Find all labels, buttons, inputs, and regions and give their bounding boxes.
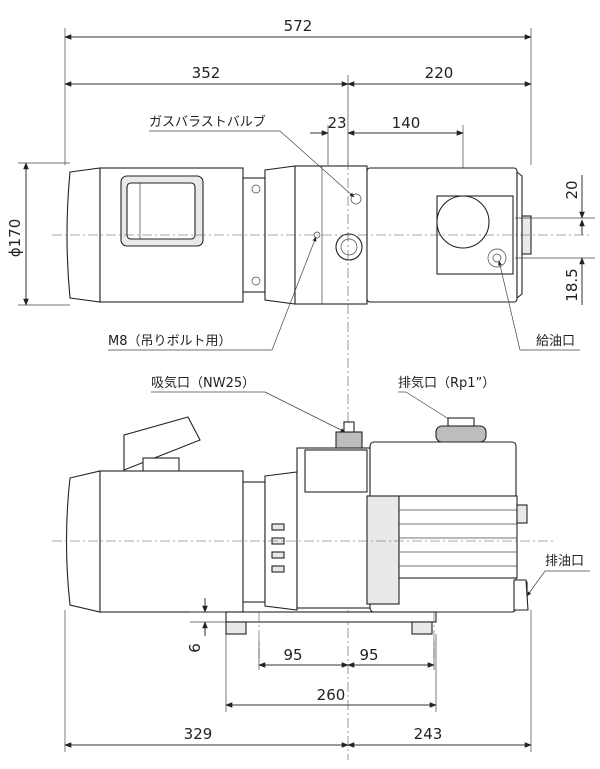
label-oil-drain-port: 排油口 xyxy=(545,554,584,569)
label-exhaust-port: 排気口（Rp1”） xyxy=(398,375,495,391)
side-terminal-box xyxy=(123,416,201,471)
dim-bottom-right: 243 xyxy=(414,725,443,743)
dim-offset-140: 140 xyxy=(392,114,421,132)
side-view: 吸気口（NW25） 排気口（Rp1”） xyxy=(52,375,590,752)
label-intake-port: 吸気口（NW25） xyxy=(151,375,255,391)
label-lifting-bolt: M8（吊りボルト用） xyxy=(108,334,232,349)
dim-foot-spacing-right: 95 xyxy=(359,646,378,664)
label-oil-fill-port: 給油口 xyxy=(536,334,575,349)
dim-vertical-18-5: 18.5 xyxy=(563,268,581,301)
dim-foot-spacing-left: 95 xyxy=(283,646,302,664)
dim-pump-side: 220 xyxy=(425,64,454,82)
dim-bottom-left: 329 xyxy=(184,725,213,743)
dim-diameter: ϕ170 xyxy=(6,219,24,258)
label-gas-ballast-valve: ガスバラストバルブ xyxy=(149,114,266,130)
dim-base-height: 6 xyxy=(186,643,204,653)
dim-motor-side: 352 xyxy=(192,64,221,82)
dim-base-length: 260 xyxy=(317,686,346,704)
top-view: 572 352 220 23 140 ϕ170 xyxy=(6,17,595,760)
dim-vertical-20: 20 xyxy=(563,180,581,199)
dim-offset-23: 23 xyxy=(327,114,346,132)
dim-overall-length: 572 xyxy=(284,17,313,35)
